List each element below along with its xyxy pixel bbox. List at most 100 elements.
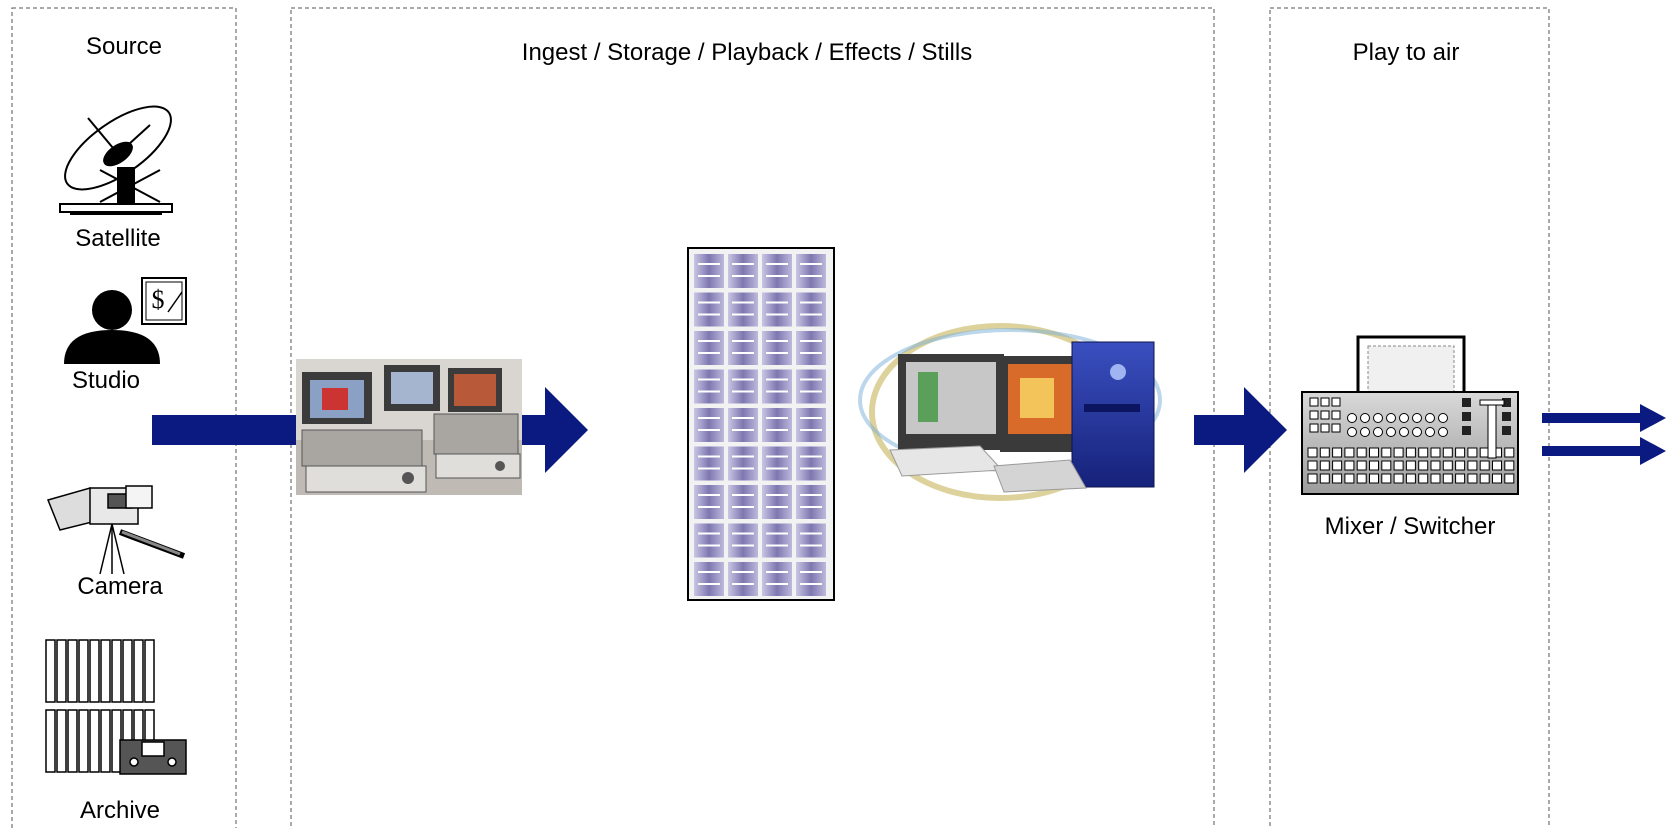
mixer-key-dark xyxy=(1462,398,1471,407)
tape-spine xyxy=(122,639,133,703)
mixer-knob xyxy=(1360,427,1370,437)
mixer-crosspoint xyxy=(1492,460,1502,471)
storage-tile xyxy=(796,254,826,288)
mixer-key-dark xyxy=(1462,426,1471,435)
storage-tile xyxy=(762,485,792,519)
tape-spine xyxy=(67,639,78,703)
mixer-knob xyxy=(1412,427,1422,437)
mixer-knob xyxy=(1438,413,1448,423)
studio-label: Studio xyxy=(72,367,140,394)
storage-tile xyxy=(728,562,758,596)
tape-reel xyxy=(129,757,139,767)
ingest-title: Ingest / Storage / Playback / Effects / … xyxy=(522,39,972,66)
mixer-key xyxy=(1320,397,1330,407)
mixer-crosspoint xyxy=(1405,460,1416,471)
mixer-crosspoint xyxy=(1369,447,1379,458)
mixer-crosspoint xyxy=(1381,460,1392,471)
mixer-crosspoint xyxy=(1393,460,1404,471)
mixer-key-dark xyxy=(1502,412,1511,421)
mixer-key xyxy=(1309,397,1319,407)
output-arrow-1 xyxy=(1542,404,1666,432)
vtr-deck-icon xyxy=(296,359,522,495)
mixer-crosspoint xyxy=(1319,447,1330,458)
mixer-crosspoint xyxy=(1332,460,1343,471)
storage-tile xyxy=(796,562,826,596)
mixer-key xyxy=(1320,423,1330,433)
mixer-label: Mixer / Switcher xyxy=(1325,513,1496,540)
storage-tile xyxy=(694,446,724,481)
mixer-knob xyxy=(1347,413,1357,423)
mixer-key-dark xyxy=(1502,398,1511,407)
storage-tile xyxy=(694,331,724,365)
mixer-crosspoint xyxy=(1418,473,1429,484)
tape-spine xyxy=(133,639,144,703)
mixer-crosspoint xyxy=(1319,473,1330,484)
mixer-crosspoint xyxy=(1455,460,1466,471)
mixer-crosspoint xyxy=(1442,473,1453,484)
storage-tile xyxy=(694,369,724,404)
tape-reel xyxy=(167,757,177,767)
mixer-crosspoint xyxy=(1307,447,1318,458)
tape-spine xyxy=(56,709,67,773)
mixer-crosspoint xyxy=(1430,473,1441,484)
tape-spine xyxy=(100,709,111,773)
tape-archive-icon xyxy=(45,639,187,775)
mixer-knob xyxy=(1373,427,1383,437)
mixer-crosspoint xyxy=(1430,447,1441,458)
mixer-crosspoint xyxy=(1369,473,1379,484)
mixer-crosspoint xyxy=(1405,447,1416,458)
mixer-crosspoint xyxy=(1455,447,1466,458)
storage-tile xyxy=(694,485,724,519)
mixer-knob xyxy=(1373,413,1383,423)
tape-spine xyxy=(144,639,155,703)
storage-tile xyxy=(694,562,724,596)
presenter-icon: $ xyxy=(64,277,187,364)
mixer-crosspoint xyxy=(1455,473,1466,484)
mixer-knob xyxy=(1399,413,1409,423)
mixer-crosspoint xyxy=(1467,447,1478,458)
storage-tile xyxy=(796,292,826,327)
storage-rack-icon xyxy=(687,247,835,601)
mixer-crosspoint xyxy=(1344,460,1355,471)
storage-tile xyxy=(762,254,792,288)
mixer-crosspoint xyxy=(1442,447,1453,458)
storage-tile xyxy=(796,523,826,558)
mixer-crosspoint xyxy=(1405,473,1416,484)
storage-tile xyxy=(694,292,724,327)
storage-tile xyxy=(694,408,724,442)
source-feed-bar xyxy=(152,415,298,445)
storage-tile xyxy=(762,292,792,327)
mixer-crosspoint xyxy=(1467,473,1478,484)
storage-tile xyxy=(762,446,792,481)
mixer-crosspoint xyxy=(1381,473,1392,484)
mixer-crosspoint xyxy=(1430,460,1441,471)
output-arrow-2 xyxy=(1542,437,1666,465)
storage-tile xyxy=(762,331,792,365)
source-title: Source xyxy=(86,33,162,60)
storage-tile xyxy=(728,446,758,481)
mixer-crosspoint xyxy=(1467,460,1478,471)
storage-tile xyxy=(728,369,758,404)
storage-tile xyxy=(796,408,826,442)
mixer-knob xyxy=(1347,427,1357,437)
mixer-crosspoint xyxy=(1393,473,1404,484)
satellite-label: Satellite xyxy=(75,225,160,252)
storage-tile xyxy=(728,331,758,365)
mixer-crosspoint xyxy=(1393,447,1404,458)
mixer-crosspoint xyxy=(1442,460,1453,471)
mixer-knob xyxy=(1399,427,1409,437)
mixer-key xyxy=(1309,423,1319,433)
storage-tile xyxy=(762,523,792,558)
tape-spine xyxy=(78,639,89,703)
mixer-key xyxy=(1331,423,1341,433)
output-arrows xyxy=(1542,404,1666,465)
tape-spine xyxy=(111,639,122,703)
mixer-crosspoint xyxy=(1356,447,1367,458)
tape-spine xyxy=(89,709,100,773)
mixer-crosspoint xyxy=(1369,460,1379,471)
mixer-crosspoint xyxy=(1344,473,1355,484)
mixer-crosspoint xyxy=(1479,460,1490,471)
camera-label: Camera xyxy=(77,573,163,600)
storage-tile xyxy=(762,369,792,404)
